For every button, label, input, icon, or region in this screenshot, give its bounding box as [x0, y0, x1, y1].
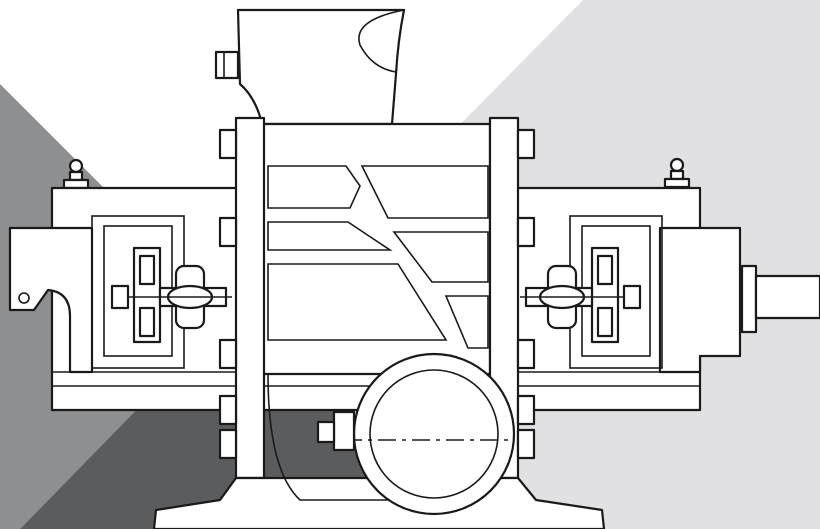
grease-nipple-right [663, 157, 691, 189]
right-coupling [520, 246, 642, 344]
outlet-pipe [316, 352, 516, 516]
left-coupling [110, 246, 232, 344]
grease-nipple-left [62, 158, 90, 190]
right-end-cap [569, 215, 820, 374]
top-housing [214, 8, 406, 126]
central-body [260, 122, 492, 376]
left-plate [218, 116, 266, 480]
